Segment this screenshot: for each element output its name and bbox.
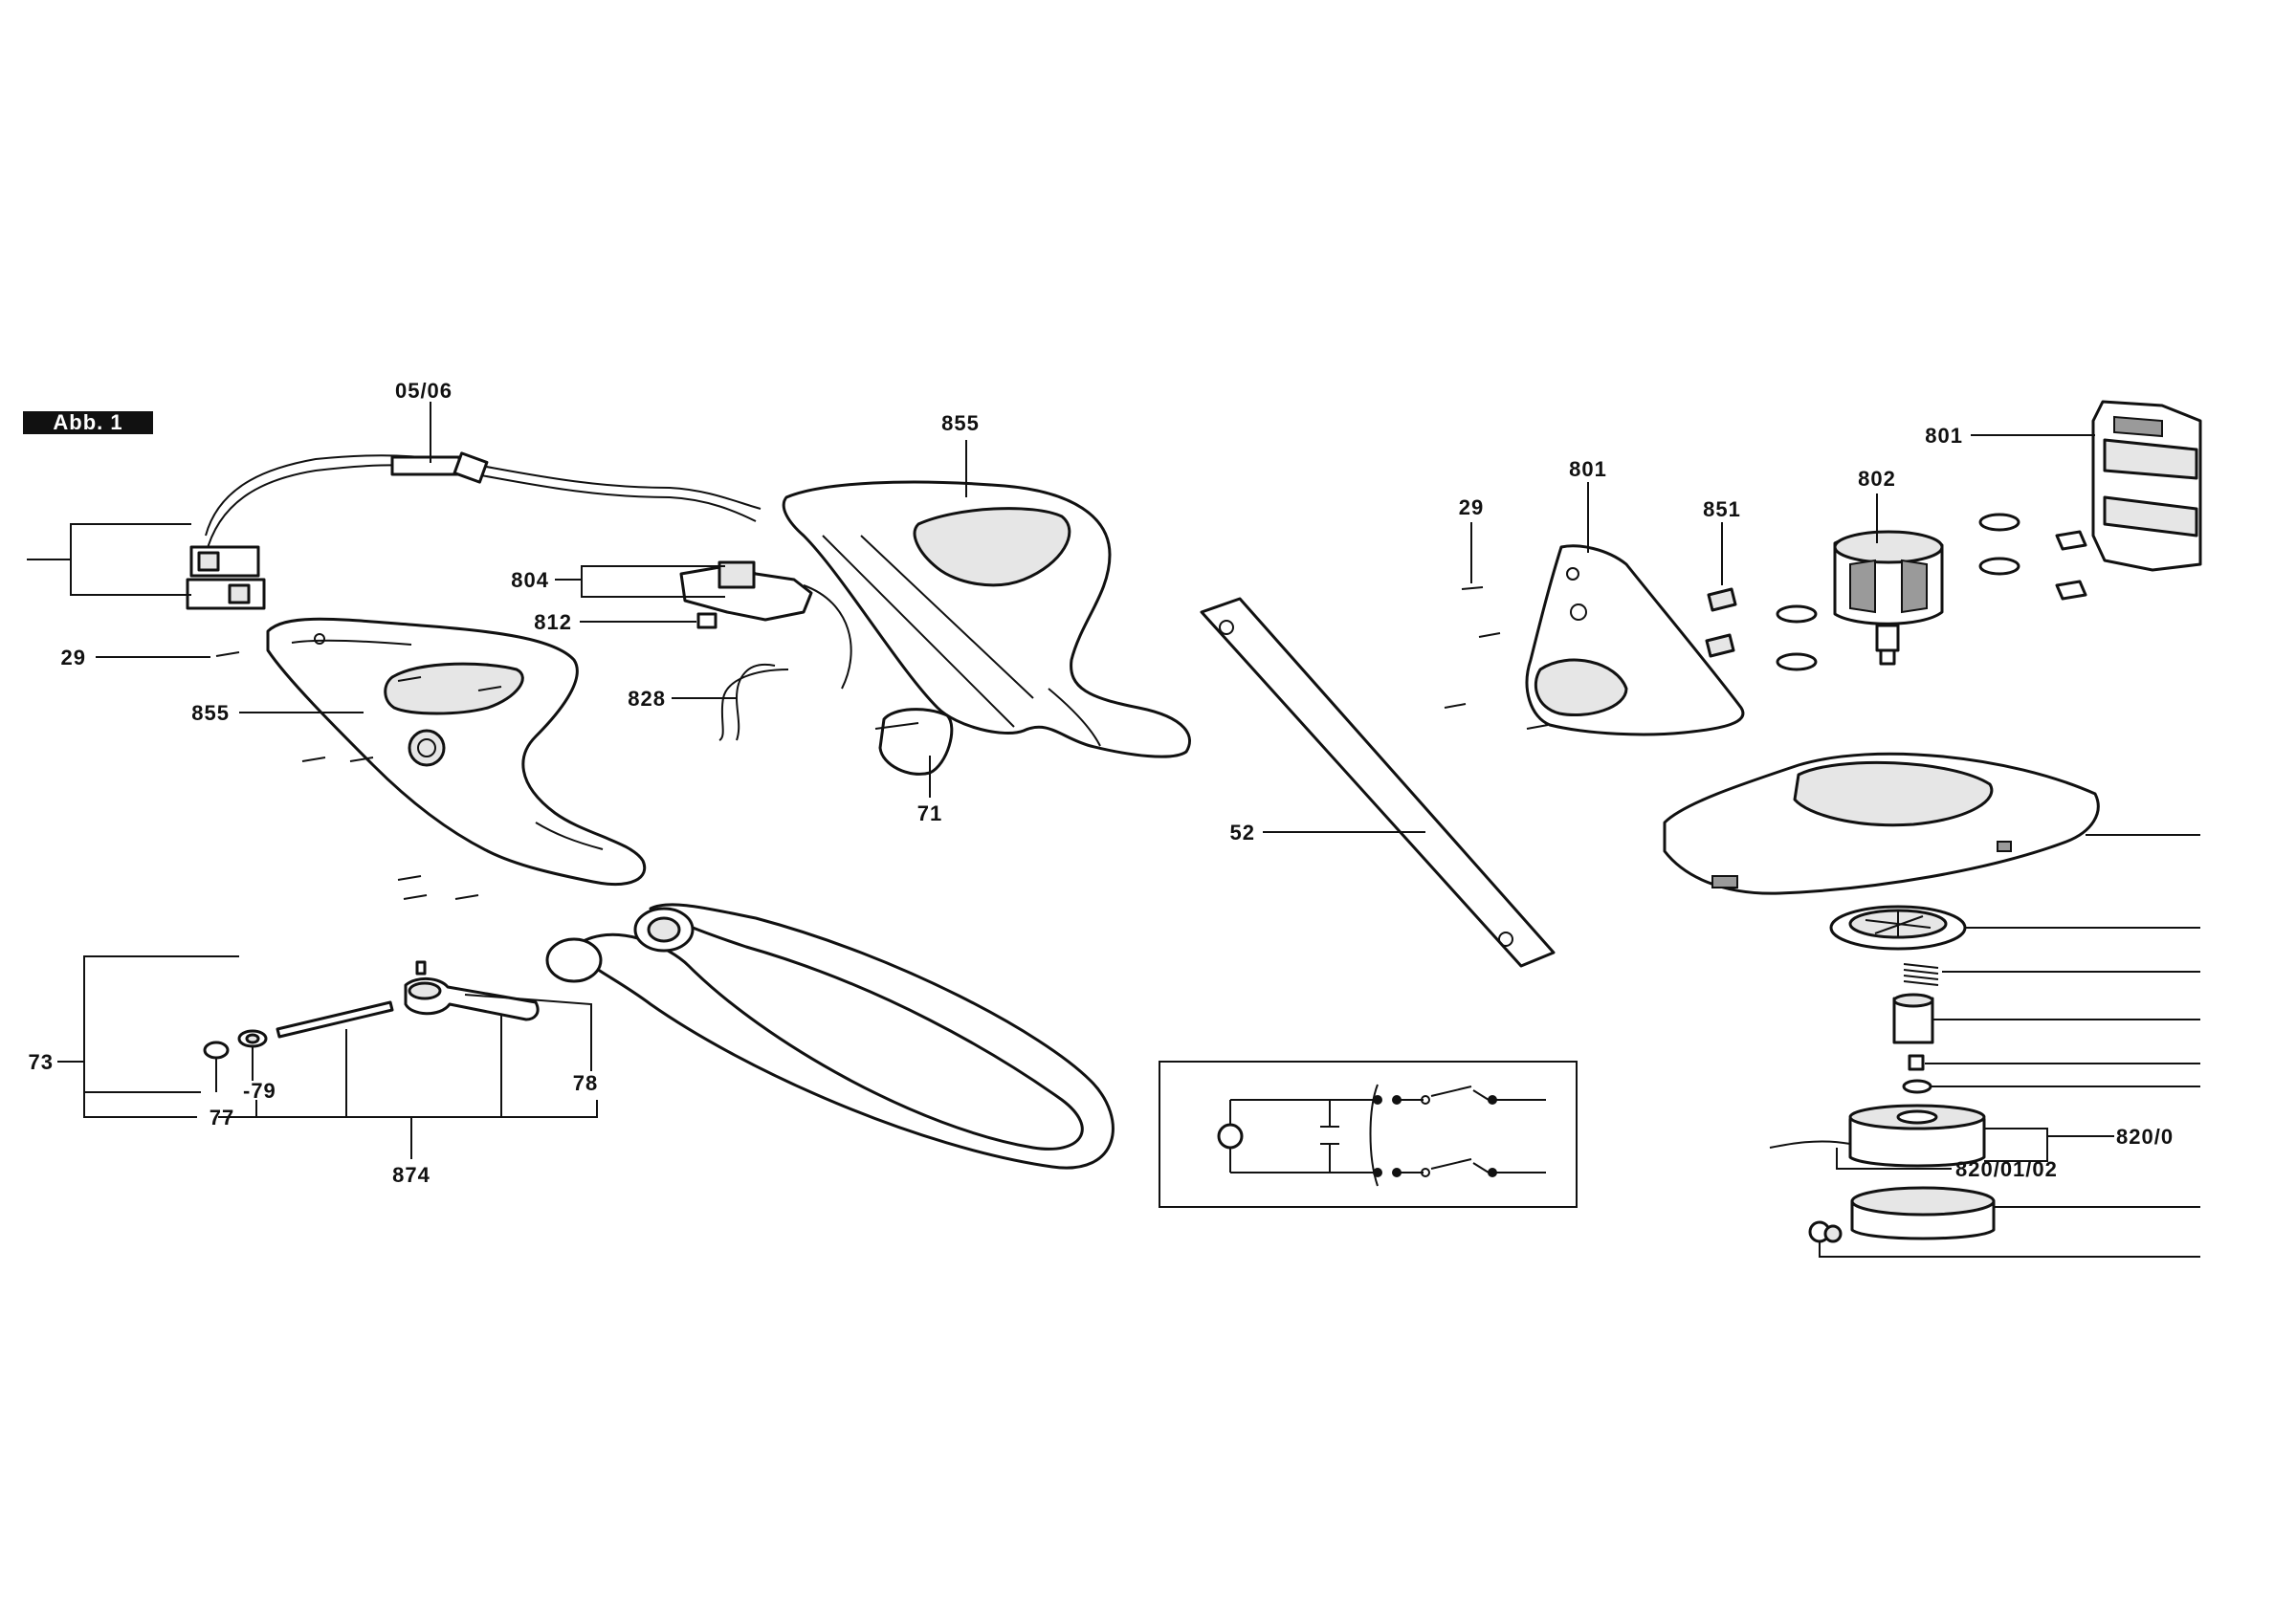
label-812: 812 [534, 610, 572, 634]
label-874: 874 [392, 1163, 430, 1187]
figure-tag: Abb. 1 [23, 410, 153, 434]
bushing [1892, 993, 1934, 1044]
label-820-01-02: 820/01/02 [1955, 1157, 2058, 1181]
motor-802 [1833, 530, 1944, 666]
guard-hood [1663, 752, 2100, 895]
line-spool [1769, 1104, 1986, 1168]
label-801-housing: 801 [1925, 424, 1963, 448]
motor-cover-cone [1525, 544, 1745, 736]
housing-half-right [782, 480, 1191, 758]
label-71: 71 [917, 801, 942, 825]
label-851: 851 [1703, 497, 1741, 521]
label-78: 78 [573, 1071, 598, 1095]
label-29-right: 29 [1459, 495, 1484, 519]
carbon-brushes [1705, 587, 1737, 658]
label-802: 802 [1858, 467, 1896, 491]
cable-plug [186, 545, 266, 610]
power-cable [205, 451, 762, 556]
spool-cap [1850, 1186, 1996, 1240]
label-804: 804 [511, 568, 549, 592]
label-29-left: 29 [61, 646, 86, 669]
spring [1903, 963, 1939, 986]
spool-nut [1808, 1220, 1843, 1243]
housing-half-left [266, 617, 647, 887]
screws-left [215, 651, 502, 900]
label-73: 73 [29, 1050, 54, 1074]
label-828: 828 [628, 687, 666, 711]
label-855-left: 855 [191, 701, 230, 725]
clip-71 [874, 708, 954, 776]
bail-handle [545, 903, 1115, 1170]
label-820-0: 820/0 [2116, 1125, 2174, 1149]
motor-small-parts [1776, 513, 2087, 671]
washer [1902, 1079, 1932, 1094]
label-801-cone: 801 [1569, 457, 1607, 481]
label-855-right: 855 [941, 411, 980, 435]
small-screw [1908, 1054, 1925, 1071]
handle-kit [203, 960, 540, 1060]
rod-52 [1200, 597, 1556, 968]
motor-housing-801 [2091, 400, 2202, 572]
label-79: -79 [243, 1079, 276, 1103]
figure-title: Abb. 1 [53, 410, 122, 434]
wiring-schematic [1159, 1061, 1578, 1208]
screws-cone [1444, 586, 1549, 730]
label-52: 52 [1230, 821, 1255, 844]
switch-assembly [679, 560, 813, 629]
label-05-06: 05/06 [395, 379, 453, 403]
fan-wheel [1829, 905, 1967, 951]
